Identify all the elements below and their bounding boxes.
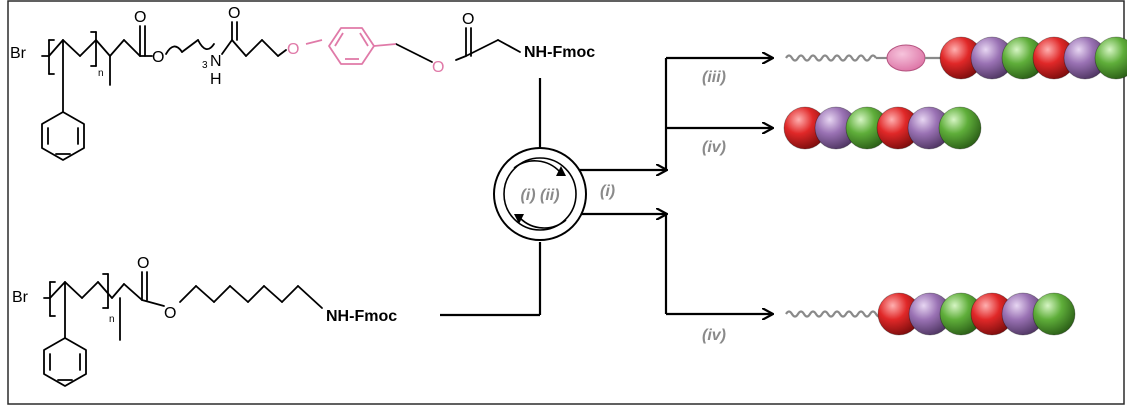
- top-benzyl-ester-o: O: [432, 59, 444, 76]
- top-molecule-labels: Br n O O 3 N H O O O O NH-Fmoc: [10, 5, 595, 88]
- top-ether-o: O: [287, 41, 299, 58]
- step-label-i: (i): [600, 183, 615, 200]
- top-n-subscript: n: [98, 68, 104, 79]
- cycle-arrowhead-top: [556, 166, 566, 176]
- top-amide-h: H: [210, 71, 222, 88]
- cycle-label: (i) (ii): [520, 187, 559, 204]
- top-nh-fmoc-group: NH-Fmoc: [524, 44, 595, 61]
- green-amino-acid-bead: [938, 106, 982, 150]
- top-carbonyl-o-2: O: [228, 5, 240, 22]
- top-carbonyl-o-1: O: [134, 9, 146, 26]
- top-carbonyl-o-3: O: [462, 11, 474, 28]
- bottom-molecule-labels: Br n O O NH-Fmoc: [12, 255, 397, 325]
- frame-border: [7, 0, 1125, 405]
- cycle-arrow-top: [513, 160, 561, 173]
- bottom-ester-o: O: [164, 305, 176, 322]
- step-label-iii: (iii): [702, 69, 726, 86]
- cycle-symbol: (i) (ii): [493, 147, 587, 241]
- connectors: [440, 58, 772, 315]
- green-amino-acid-bead: [1032, 292, 1076, 336]
- peptide-beads-on-polymer: [877, 292, 1076, 336]
- top-amide-n: N: [210, 53, 222, 70]
- top-propyl-subscript: 3: [202, 60, 208, 71]
- top-molecule: [41, 21, 521, 161]
- bottom-molecule: [43, 271, 323, 387]
- bottom-br-atom: Br: [12, 289, 29, 306]
- linker-benzyl-ring: [305, 27, 397, 65]
- bottom-nh-fmoc-group: NH-Fmoc: [326, 308, 397, 325]
- polymer-chain-top: [785, 54, 877, 62]
- cycle-arrowhead-bottom: [514, 214, 524, 224]
- top-ester-o-1: O: [152, 49, 164, 66]
- peptide-beads-with-linker: [939, 36, 1127, 80]
- bottom-n-subscript: n: [109, 314, 115, 325]
- step-label-iv-bottom: (iv): [702, 327, 726, 344]
- green-amino-acid-bead: [1094, 36, 1127, 80]
- cleavable-linker-ellipse: [886, 44, 926, 72]
- polymer-chain-bottom: [785, 310, 883, 318]
- bottom-carbonyl-o: O: [137, 255, 149, 272]
- step-label-iv-top: (iv): [702, 139, 726, 156]
- cycle-arrow-bottom: [519, 217, 567, 229]
- peptide-beads-free: [783, 106, 982, 150]
- top-br-atom: Br: [10, 45, 27, 62]
- cycle-inner-ring: [503, 157, 577, 231]
